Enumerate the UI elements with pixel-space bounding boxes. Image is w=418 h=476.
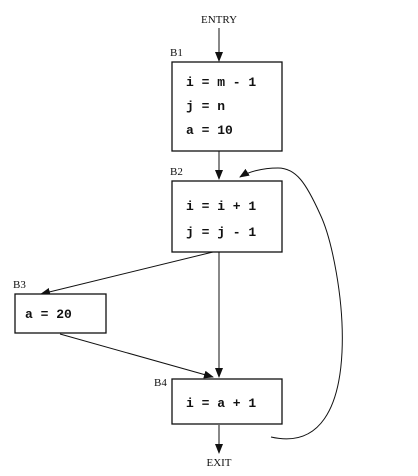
code-line: i = m - 1: [186, 75, 256, 90]
code-line: i = a + 1: [186, 396, 256, 411]
block-label-b4: B4: [154, 377, 167, 389]
block-b3: B3 a = 20: [13, 279, 107, 334]
code-line: j = j - 1: [186, 225, 256, 240]
code-line: i = i + 1: [186, 199, 256, 214]
block-b1: B1 i = m - 1 j = n a = 10: [170, 47, 283, 152]
code-line: a = 20: [25, 307, 72, 322]
exit-label: EXIT: [206, 457, 231, 469]
block-label-b1: B1: [170, 47, 183, 59]
block-box-b4: [171, 378, 283, 425]
block-b4: B4 i = a + 1: [154, 377, 283, 425]
edges: [40, 28, 343, 454]
entry-label: ENTRY: [201, 14, 237, 26]
edge-b3-to-b4: [59, 333, 214, 379]
block-box-b2: [171, 180, 283, 253]
block-box-b3: [14, 293, 107, 334]
code-line: a = 10: [186, 123, 233, 138]
block-label-b3: B3: [13, 279, 26, 291]
edge-b4-to-b2-loop: [239, 167, 343, 440]
block-label-b2: B2: [170, 166, 183, 178]
edge-b2-to-b3: [40, 251, 214, 296]
code-line: j = n: [186, 99, 225, 114]
block-box-b1: [171, 61, 283, 152]
block-b2: B2 i = i + 1 j = j - 1: [170, 166, 283, 253]
